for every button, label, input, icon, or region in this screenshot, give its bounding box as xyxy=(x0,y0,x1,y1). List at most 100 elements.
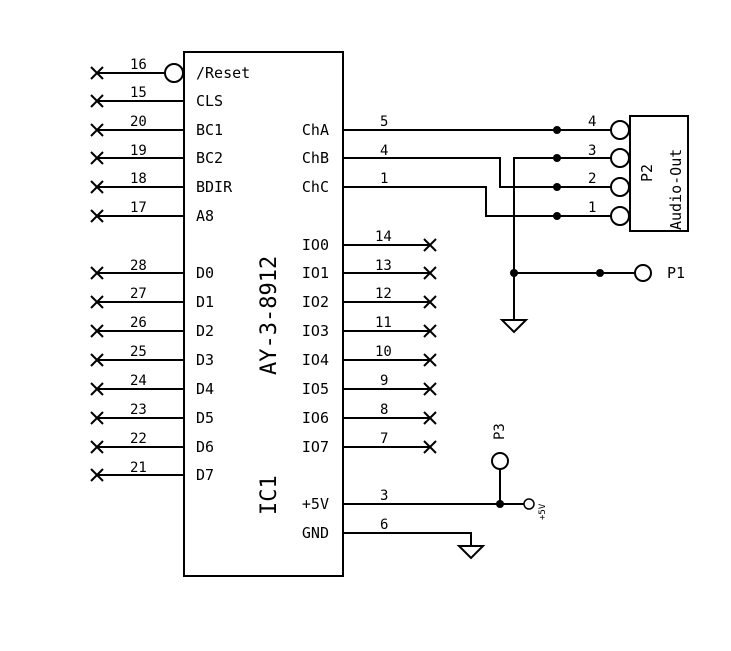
pin-number: 15 xyxy=(130,85,147,101)
left-pin-16: 16 /Reset xyxy=(90,57,250,83)
pin-name: BC2 xyxy=(196,149,223,167)
p2-body xyxy=(629,115,689,232)
pin-number-11: 11 xyxy=(375,315,392,331)
junction-dot xyxy=(596,269,604,277)
pin-number: 26 xyxy=(130,315,147,331)
pin-name-cha: ChA xyxy=(302,121,329,139)
junction-dot xyxy=(553,212,561,220)
pin-number-14: 14 xyxy=(375,229,392,245)
reset-inversion-bubble xyxy=(164,63,184,83)
pin-name: D0 xyxy=(196,264,214,282)
p2-pin-circle xyxy=(610,148,630,168)
no-connect-x-icon xyxy=(90,411,104,425)
pin-name: D3 xyxy=(196,351,214,369)
left-pin-18: 18 BDIR xyxy=(90,171,233,196)
no-connect-x-icon xyxy=(90,266,104,280)
io-pin-lines xyxy=(343,238,437,454)
pin-name: D5 xyxy=(196,409,214,427)
p2-ref-label: P2 xyxy=(638,164,656,182)
left-pin-15: 15 CLS xyxy=(90,85,223,110)
p2-pin-number: 1 xyxy=(588,200,596,216)
ic-ref-label: IC1 xyxy=(257,475,282,515)
p2-pin-number: 3 xyxy=(588,143,596,159)
pin-name-io1: IO1 xyxy=(302,264,329,282)
pin-name-gnd: GND xyxy=(302,524,329,542)
left-pin-27: 27 D1 xyxy=(90,286,214,311)
junction-dot xyxy=(510,269,518,277)
left-pin-17: 17 A8 xyxy=(90,200,214,225)
pin-number: 18 xyxy=(130,171,147,187)
pin-number-13: 13 xyxy=(375,258,392,274)
no-connect-x-icon xyxy=(423,440,437,454)
ground-icon xyxy=(456,545,486,560)
left-pin-22: 22 D6 xyxy=(90,431,214,456)
no-connect-x-icon xyxy=(423,353,437,367)
p2-pin-number: 4 xyxy=(588,114,596,130)
p1-terminal: P1 xyxy=(634,264,685,282)
no-connect-x-icon xyxy=(423,382,437,396)
junction-dot xyxy=(496,500,504,508)
p3-ref-label: P3 xyxy=(492,423,508,440)
pin-number: 28 xyxy=(130,258,147,274)
p2-pin-circle xyxy=(610,120,630,140)
audio-wiring xyxy=(343,126,634,320)
pin-number-9: 9 xyxy=(380,373,388,389)
no-connect-x-icon xyxy=(423,324,437,338)
power-flag-icon xyxy=(523,498,535,510)
pin-number: 27 xyxy=(130,286,147,302)
pin-name-io7: IO7 xyxy=(302,438,329,456)
pin-number-7: 7 xyxy=(380,431,388,447)
pin-number-1: 1 xyxy=(380,171,388,187)
p1-terminal-circle xyxy=(634,264,652,282)
pin-number-10: 10 xyxy=(375,344,392,360)
junction-dot xyxy=(553,154,561,162)
no-connect-x-icon xyxy=(423,411,437,425)
no-connect-x-icon xyxy=(90,295,104,309)
pin-name-chc: ChC xyxy=(302,178,329,196)
p2-pin-circle xyxy=(610,177,630,197)
pin-name: CLS xyxy=(196,92,223,110)
pin-number-12: 12 xyxy=(375,286,392,302)
pin-name: D2 xyxy=(196,322,214,340)
no-connect-x-icon xyxy=(90,123,104,137)
pin-name-io4: IO4 xyxy=(302,351,329,369)
pin-name-io6: IO6 xyxy=(302,409,329,427)
no-connect-x-icon xyxy=(90,440,104,454)
pin-name: D7 xyxy=(196,466,214,484)
p2-value-label: Audio-Out xyxy=(667,149,685,230)
pin-number-6: 6 xyxy=(380,517,388,533)
pin-number: 24 xyxy=(130,373,147,389)
no-connect-x-icon xyxy=(90,66,104,80)
pin-number: 21 xyxy=(130,460,147,476)
no-connect-x-icon xyxy=(423,238,437,252)
no-connect-x-icon xyxy=(90,382,104,396)
pin-name-io5: IO5 xyxy=(302,380,329,398)
p1-ref-label: P1 xyxy=(667,264,685,282)
no-connect-x-icon xyxy=(90,353,104,367)
no-connect-x-icon xyxy=(90,94,104,108)
pin-number-5: 5 xyxy=(380,114,388,130)
pin-name-5v: +5V xyxy=(302,495,329,513)
pin-number-4: 4 xyxy=(380,143,388,159)
pin-name: D4 xyxy=(196,380,214,398)
pin-number-8: 8 xyxy=(380,402,388,418)
p2-connector: 4 3 2 1 P2 Audio-Out xyxy=(588,114,689,232)
p2-pin-circle xyxy=(610,206,630,226)
no-connect-x-icon xyxy=(90,468,104,482)
pin-number: 16 xyxy=(130,57,147,73)
pin-number: 20 xyxy=(130,114,147,130)
pin-name-io2: IO2 xyxy=(302,293,329,311)
left-pin-26: 26 D2 xyxy=(90,315,214,340)
left-pin-19: 19 BC2 xyxy=(90,143,223,167)
no-connect-x-icon xyxy=(423,295,437,309)
ground-icon xyxy=(499,319,529,334)
ic-body xyxy=(183,51,344,577)
pin-name: D6 xyxy=(196,438,214,456)
pin-number: 17 xyxy=(130,200,147,216)
pin-number: 19 xyxy=(130,143,147,159)
power-wiring: +5V xyxy=(343,469,548,560)
no-connect-x-icon xyxy=(90,209,104,223)
pin-name: A8 xyxy=(196,207,214,225)
pin-number: 22 xyxy=(130,431,147,447)
p3-terminal: P3 xyxy=(491,423,509,470)
